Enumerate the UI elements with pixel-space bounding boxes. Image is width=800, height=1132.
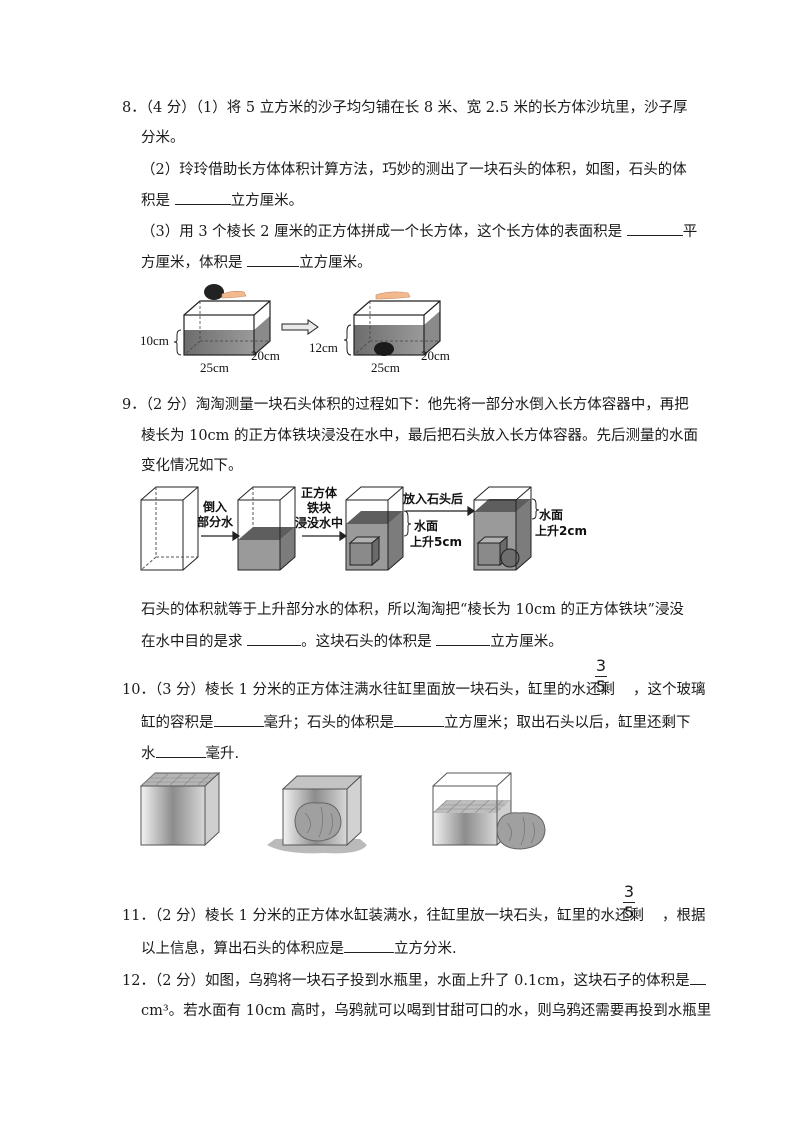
answer-blank[interactable] (436, 631, 491, 646)
q10-line-1-text: 10．（3 分）棱长 1 分米的正方体注满水往缸里面放一块石头，缸里的水还剩 (122, 682, 615, 698)
answer-blank[interactable] (344, 938, 394, 953)
q10-line-2-text: 缸的容积是 (141, 715, 214, 731)
answer-blank[interactable] (626, 221, 683, 236)
q10-fraction-bar (595, 676, 607, 677)
stone-icon (496, 812, 546, 850)
q10-fraction-numerator: 3 (595, 656, 607, 675)
stone-icon (204, 284, 224, 300)
q11-line-2-unit: 立方分米. (394, 941, 457, 957)
q11-fraction-numerator: 3 (623, 882, 635, 901)
q8-line-4-unit: 立方厘米。 (230, 193, 304, 209)
container-cube (345, 486, 412, 571)
q11-line-2: 以上信息，算出石头的体积应是 立方分米. (141, 938, 457, 959)
q8-length-before: 25cm (200, 360, 229, 375)
q9-step1-label-b: 部分水 (197, 515, 234, 529)
tank-after (353, 291, 441, 356)
q10-line-1-end: ，这个玻璃 (632, 682, 706, 698)
q8-length-after: 25cm (371, 360, 400, 375)
q12-line-2: cm³。若水面有 10cm 高时，乌鸦就可以喝到甘甜可口的水，则乌鸦还需要再投到… (141, 1003, 712, 1019)
stone-icon (374, 342, 394, 356)
container-empty (140, 486, 199, 571)
q8-width-before: 20cm (251, 348, 280, 363)
hand-icon (375, 291, 411, 300)
arrow-icon (281, 319, 319, 335)
q10-line-2-mid: 毫升；石头的体积是 (263, 715, 395, 731)
q8-figure (173, 284, 441, 356)
q11-line-2-text: 以上信息，算出石头的体积应是 (141, 941, 344, 957)
q9-rise2-label-a: 水面 (539, 508, 564, 522)
q8-line-4-text: 积是 (141, 193, 175, 209)
q9-line-2: 棱长为 10cm 的正方体铁块浸没在水中，最后把石头放入长方体容器。先后测量的水… (141, 428, 699, 444)
q8-line-5-text: （3）用 3 个棱长 2 厘米的正方体拼成一个长方体，这个长方体的表面积是 (141, 224, 627, 240)
q10-line-1: 10．（3 分）棱长 1 分米的正方体注满水往缸里面放一块石头，缸里的水还剩 ，这… (122, 680, 705, 700)
answer-blank[interactable] (174, 190, 231, 205)
q9-line-5-text: 在水中目的是求 (141, 634, 248, 650)
q11-line-1-text: 11．（2 分）棱长 1 分米的正方体水缸装满水，往缸里放一块石头，缸里的水还剩 (122, 908, 644, 924)
q9-rise1-label-a: 水面 (414, 519, 439, 533)
q10-line-2: 缸的容积是 毫升；石头的体积是 立方厘米；取出石头以后，缸里还剩下 (141, 712, 691, 733)
q8-line-1: 8．（4 分）（1）将 5 立方米的沙子均匀铺在长 8 米、宽 2.5 米的长方… (122, 100, 688, 116)
stone-icon (294, 802, 342, 842)
q9-line-1: 9．（2 分）淘淘测量一块石头体积的过程如下：他先将一部分水倒入长方体容器中，再… (122, 397, 689, 413)
q9-line-4: 石头的体积就等于上升部分水的体积，所以淘淘把“棱长为 10cm 的正方体铁块”浸… (141, 602, 684, 618)
q8-line-2: 分米。 (141, 130, 185, 146)
q9-line-5: 在水中目的是求 。这块石头的体积是 立方厘米。 (141, 631, 563, 652)
tank-full (139, 771, 221, 847)
answer-blank[interactable] (213, 712, 264, 727)
q8-line-5-unit: 平 (682, 224, 698, 240)
q9-rise1-label-b: 上升5cm (410, 535, 462, 549)
q9-step2-label-c: 浸没水中 (295, 516, 344, 530)
q9-line-5-unit: 立方厘米。 (490, 634, 563, 650)
q8-height-after: 12cm (309, 340, 338, 355)
answer-blank[interactable] (394, 712, 444, 727)
cube-icon (349, 542, 373, 566)
q12-line-1: 12．（2 分）如图，乌鸦将一块石子投到水瓶里，水面上升了 0.1cm，这块石子… (122, 970, 706, 991)
q11-line-1-end: ，根据 (661, 908, 706, 924)
q10-figure (139, 771, 546, 854)
q9-step1-label-a: 倒入 (203, 500, 228, 514)
container-water (237, 486, 296, 571)
q10-line-3-unit: 毫升. (205, 746, 240, 762)
q8-line-4: 积是 立方厘米。 (141, 190, 303, 211)
q8-line-3: （2）玲玲借助长方体体积计算方法，巧妙的测出了一块石头的体积，如图，石头的体 (141, 162, 687, 178)
q9-step2-label-b: 铁块 (307, 501, 332, 515)
hand-icon (221, 291, 247, 299)
q9-step3-label: 放入石头后 (403, 492, 464, 506)
tank-before (183, 284, 271, 356)
tank-remaining (432, 772, 546, 850)
arrow-icon (201, 505, 476, 542)
q11-fraction-denominator: 5 (623, 903, 635, 922)
q11-fraction-bar (623, 902, 635, 903)
container-stone (473, 486, 540, 571)
q8-line-6: 方厘米，体积是 立方厘米。 (141, 252, 372, 273)
stone-icon (500, 548, 520, 568)
q10-line-2-end: 立方厘米；取出石头以后，缸里还剩下 (444, 715, 691, 731)
q12-line-1-text: 12．（2 分）如图，乌鸦将一块石子投到水瓶里，水面上升了 0.1cm，这块石子… (122, 973, 690, 989)
q8-line-6-unit: 立方厘米。 (299, 255, 372, 271)
answer-blank[interactable] (247, 631, 302, 646)
q8-height-before: 10cm (140, 333, 169, 348)
q9-rise2-label-b: 上升2cm (535, 524, 587, 538)
q9-line-5-mid: 。这块石头的体积是 (301, 634, 437, 650)
q8-line-6-text: 方厘米，体积是 (141, 255, 248, 271)
q11-line-1: 11．（2 分）棱长 1 分米的正方体水缸装满水，往缸里放一块石头，缸里的水还剩… (122, 906, 705, 926)
tank-stone (267, 774, 367, 854)
q10-line-3: 水 毫升. (141, 743, 239, 764)
answer-blank[interactable] (247, 252, 300, 267)
q9-line-3: 变化情况如下。 (141, 458, 243, 474)
q10-fraction-denominator: 5 (595, 677, 607, 696)
q9-step2-label-a: 正方体 (301, 486, 338, 500)
q9-figure (140, 486, 540, 571)
answer-blank[interactable] (689, 970, 706, 985)
q8-line-5: （3）用 3 个棱长 2 厘米的正方体拼成一个长方体，这个长方体的表面积是 平 (141, 221, 697, 242)
cube-icon (477, 542, 501, 566)
q10-line-3-text: 水 (141, 746, 156, 762)
answer-blank[interactable] (155, 743, 206, 758)
q8-width-after: 20cm (421, 348, 450, 363)
